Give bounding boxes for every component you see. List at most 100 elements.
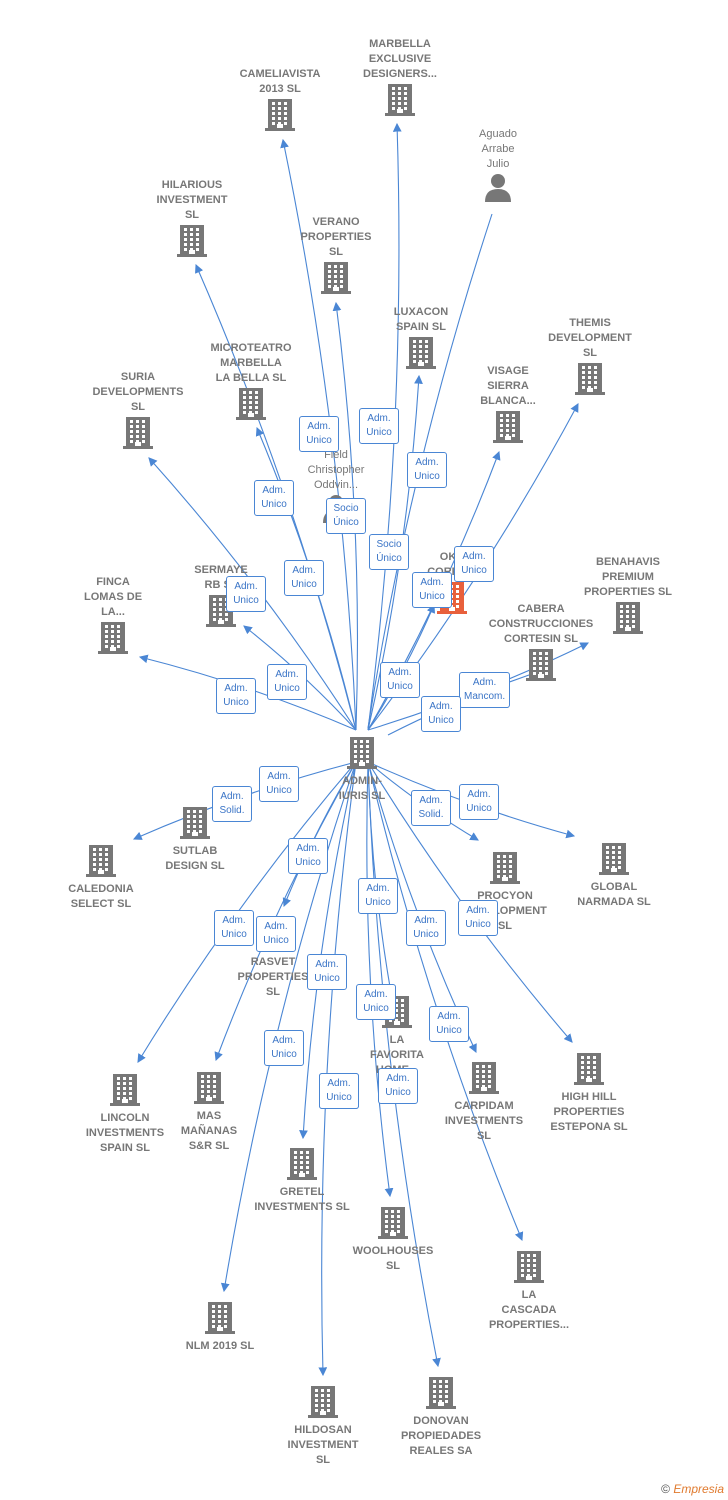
role-badge[interactable]: Adm.Unico <box>459 784 499 820</box>
role-badge[interactable]: Adm.Unico <box>214 910 254 946</box>
building-icon[interactable] <box>340 82 460 121</box>
building-icon[interactable] <box>448 409 568 448</box>
building-icon[interactable] <box>191 386 311 425</box>
role-badge[interactable]: Adm.Unico <box>267 664 307 700</box>
center-node[interactable]: ADMIN-IURIS SL <box>302 735 422 804</box>
building-icon[interactable] <box>568 600 688 639</box>
building-icon[interactable] <box>78 415 198 454</box>
node-label[interactable]: ADMIN-IURIS SL <box>338 775 386 802</box>
building-icon[interactable] <box>529 1051 649 1090</box>
building-icon[interactable] <box>149 1070 269 1109</box>
role-badge[interactable]: Adm.Unico <box>226 576 266 612</box>
role-badge[interactable]: Adm.Unico <box>259 766 299 802</box>
role-badge[interactable]: Adm.Unico <box>284 560 324 596</box>
role-badge[interactable]: Adm.Unico <box>288 838 328 874</box>
building-icon[interactable] <box>41 843 161 882</box>
role-badge[interactable]: Adm.Unico <box>412 572 452 608</box>
building-icon[interactable] <box>132 223 252 262</box>
role-badge[interactable]: Adm.Mancom. <box>459 672 511 708</box>
role-badge[interactable]: Adm.Unico <box>254 480 294 516</box>
building-icon[interactable] <box>469 1249 589 1288</box>
role-badge[interactable]: Adm.Solid. <box>411 790 451 826</box>
role-badge[interactable]: Adm.Unico <box>319 1073 359 1109</box>
building-icon[interactable] <box>530 361 650 400</box>
role-badge[interactable]: Adm.Unico <box>359 408 399 444</box>
role-badge[interactable]: Adm.Unico <box>454 546 494 582</box>
role-badge[interactable]: Adm.Unico <box>406 910 446 946</box>
building-icon[interactable] <box>65 1072 185 1111</box>
building-icon[interactable] <box>263 1384 383 1423</box>
brand-logo[interactable]: Empresia <box>673 1482 724 1496</box>
building-icon[interactable] <box>276 260 396 299</box>
role-badge[interactable]: Adm.Solid. <box>212 786 252 822</box>
building-icon[interactable] <box>220 97 340 136</box>
person-icon[interactable] <box>438 172 558 207</box>
role-badge[interactable]: Adm.Unico <box>299 416 339 452</box>
building-icon[interactable] <box>424 1060 544 1099</box>
role-badge[interactable]: Adm.Unico <box>378 1068 418 1104</box>
role-badge[interactable]: Adm.Unico <box>429 1006 469 1042</box>
role-badge[interactable]: Adm.Unico <box>421 696 461 732</box>
node-nlm[interactable]: NLM 2019 SL <box>160 1300 280 1354</box>
role-badge[interactable]: Adm.Unico <box>264 1030 304 1066</box>
role-badge[interactable]: Adm.Unico <box>356 984 396 1020</box>
building-icon[interactable] <box>381 1375 501 1414</box>
building-icon[interactable] <box>481 647 601 686</box>
building-icon[interactable] <box>361 335 481 374</box>
building-icon[interactable] <box>160 1300 280 1339</box>
role-badge[interactable]: Adm.Unico <box>358 878 398 914</box>
building-icon[interactable] <box>333 1205 453 1244</box>
building-icon[interactable] <box>554 841 674 880</box>
role-badge[interactable]: Adm.Unico <box>216 678 256 714</box>
